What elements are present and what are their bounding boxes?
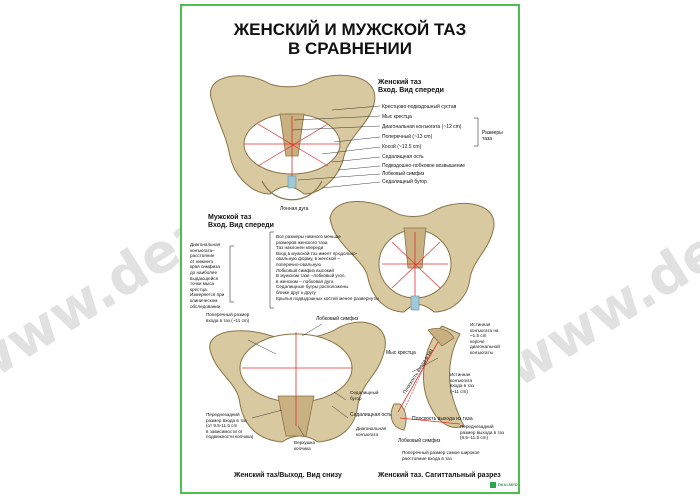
label-sacroiliac: Крестцово-подвздошный сустав	[382, 104, 457, 110]
poster-title: ЖЕНСКИЙ И МУЖСКОЙ ТАЗ В СРАВНЕНИИ	[182, 20, 518, 58]
logo-text: DEALMED	[498, 482, 518, 487]
female-entry-heading-line1: Женский таз	[378, 79, 422, 86]
pelvis-illustrations	[209, 74, 495, 443]
label-outlet-tuber: Седалищный бугор	[350, 390, 379, 401]
label-ischial-spine: Седалищная ость	[382, 154, 424, 160]
male-differences: Все размеры немного меньше размеров женс…	[276, 234, 379, 301]
male-entry-heading-line2: Вход. Вид спереди	[208, 222, 274, 229]
label-sag-true-conj: Истинная конъюгата на ~1.5 cm короче диа…	[470, 322, 500, 355]
label-pubic-arch: Лонная дуга	[280, 206, 309, 212]
label-oblique: Косой (~12.5 cm)	[382, 144, 422, 150]
label-sag-note: Поперечный размер самое широкое расстоян…	[402, 450, 480, 461]
label-outlet-spine: Седалищная ость	[350, 412, 392, 418]
label-sag-plane-out: Плоскость выхода из таза	[412, 416, 473, 422]
female-pelvis-front-illustration	[209, 74, 479, 201]
logo-square-icon	[490, 482, 496, 488]
female-pelvis-outlet-illustration	[209, 321, 386, 443]
label-sag-promontory: Мыс крестца	[386, 350, 416, 356]
male-entry-heading: Мужской таз Вход. Вид спереди	[208, 214, 274, 230]
caption-sagittal: Женский таз. Сагиттальный разрез	[378, 472, 501, 479]
label-pubic-symphysis: Лобковый симфиз	[382, 171, 425, 177]
bracket-label-line1: Размеры	[482, 130, 503, 136]
brand-logo: DEALMED	[490, 481, 518, 490]
label-transverse: Поперечный (~13 cm)	[382, 134, 433, 140]
poster: ЖЕНСКИЙ И МУЖСКОЙ ТАЗ В СРАВНЕНИИ	[180, 4, 520, 494]
label-outlet-ap: Переднезадний размер входа в таз (от 9.5…	[206, 412, 254, 440]
label-ischial-tuberosity: Седалищный бугор	[382, 179, 427, 185]
label-outlet-transverse: Поперечный размер входа в таз (~11 cm)	[206, 312, 250, 323]
female-pelvis-sagittal-illustration	[390, 325, 465, 431]
title-line-1: ЖЕНСКИЙ И МУЖСКОЙ ТАЗ	[233, 20, 467, 39]
label-iliopubic-eminence: Подвздошно-лобковое возвышение	[382, 163, 466, 169]
title-line-2: В СРАВНЕНИИ	[287, 39, 412, 58]
bracket-label-line2: таза	[482, 136, 493, 142]
label-sag-symphysis: Лобковый симфиз	[398, 438, 441, 444]
female-entry-heading-line2: Вход. Вид спереди	[378, 87, 444, 94]
label-outlet-coccyx: Верхушка копчика	[294, 440, 316, 451]
female-entry-heading: Женский таз Вход. Вид спереди	[378, 79, 444, 95]
male-entry-heading-line1: Мужской таз	[208, 214, 252, 221]
watermark-right: www.dealmed.ru	[492, 73, 700, 400]
male-pelvis-front-illustration	[329, 201, 495, 313]
male-left-note: Диагональная конъюгата– расстояние от ни…	[190, 242, 225, 309]
label-diagonal-conjugate: Диагональная конъюгата (~12 cm)	[382, 124, 462, 130]
label-sag-true-entry: Истинная конъюгата входа в таз (~11 cm)	[450, 372, 475, 394]
bracket-label: Размеры таза	[482, 130, 503, 142]
label-outlet-symphysis: Лобковый симфиз	[316, 316, 359, 322]
caption-outlet: Женский таз/Выход. Вид снизу	[234, 472, 342, 479]
label-sag-diagonal: Диагональная конъюгата	[356, 426, 387, 437]
label-sag-ap-exit: Переднезадний размер выхода в таз (9.5–1…	[460, 424, 505, 441]
label-promontory: Мыс крестца	[382, 114, 412, 120]
